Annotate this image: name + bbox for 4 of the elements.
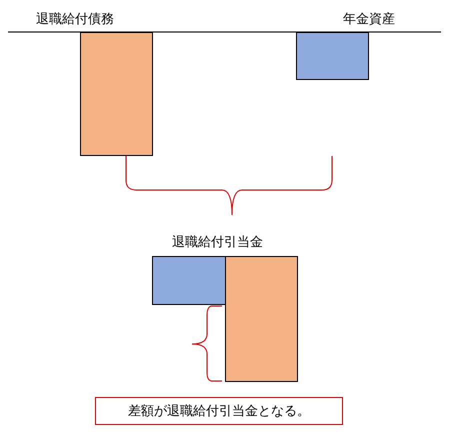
bar-heading: 退職給付債務 [36, 11, 114, 28]
bar-heading: 退職給付引当金 [172, 234, 263, 251]
bar-heading: 年金資産 [343, 11, 395, 28]
note-box: 差額が退職給付引当金となる。 [95, 397, 343, 425]
